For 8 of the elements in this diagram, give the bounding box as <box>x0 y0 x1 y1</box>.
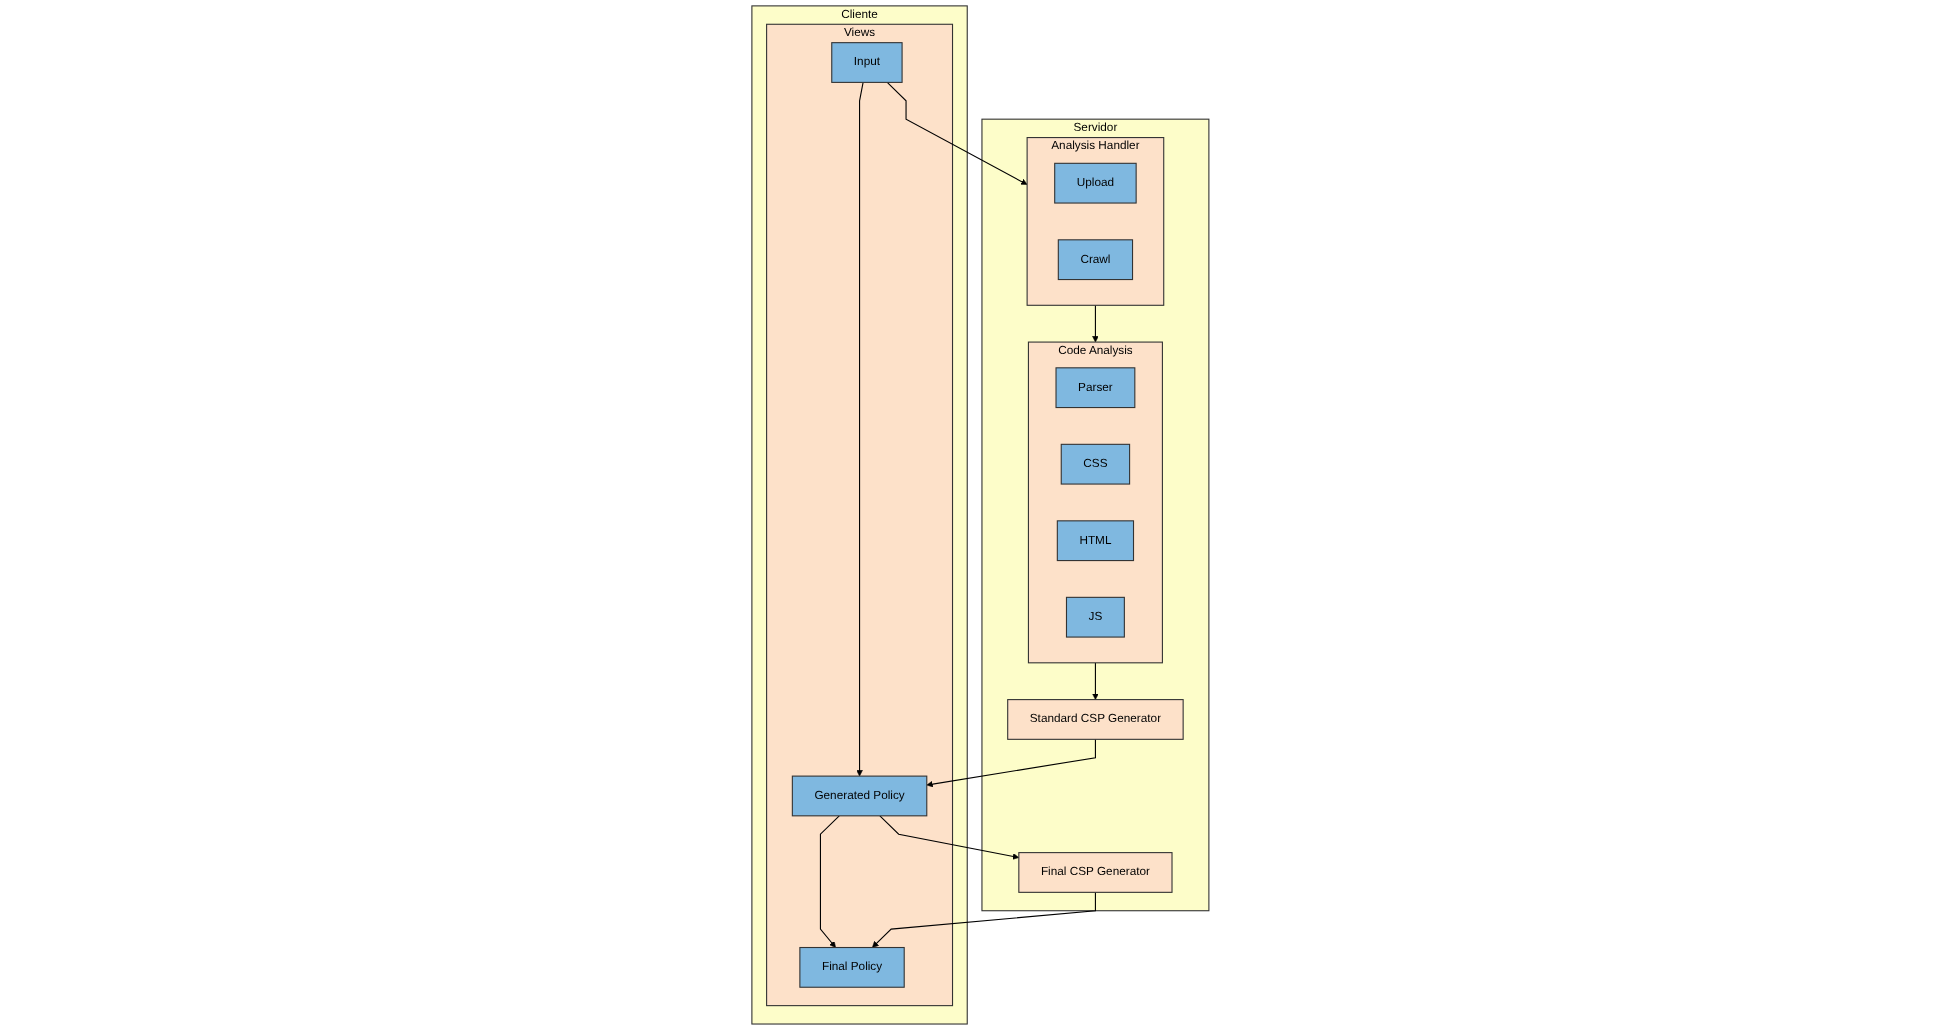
arrow <box>886 81 1027 185</box>
arrow <box>1091 662 1099 700</box>
arrow <box>926 738 1096 788</box>
arrow <box>871 891 1096 948</box>
arrow <box>855 81 864 777</box>
arrow <box>1091 304 1099 343</box>
arrow <box>819 815 840 948</box>
arrow <box>878 815 1019 860</box>
